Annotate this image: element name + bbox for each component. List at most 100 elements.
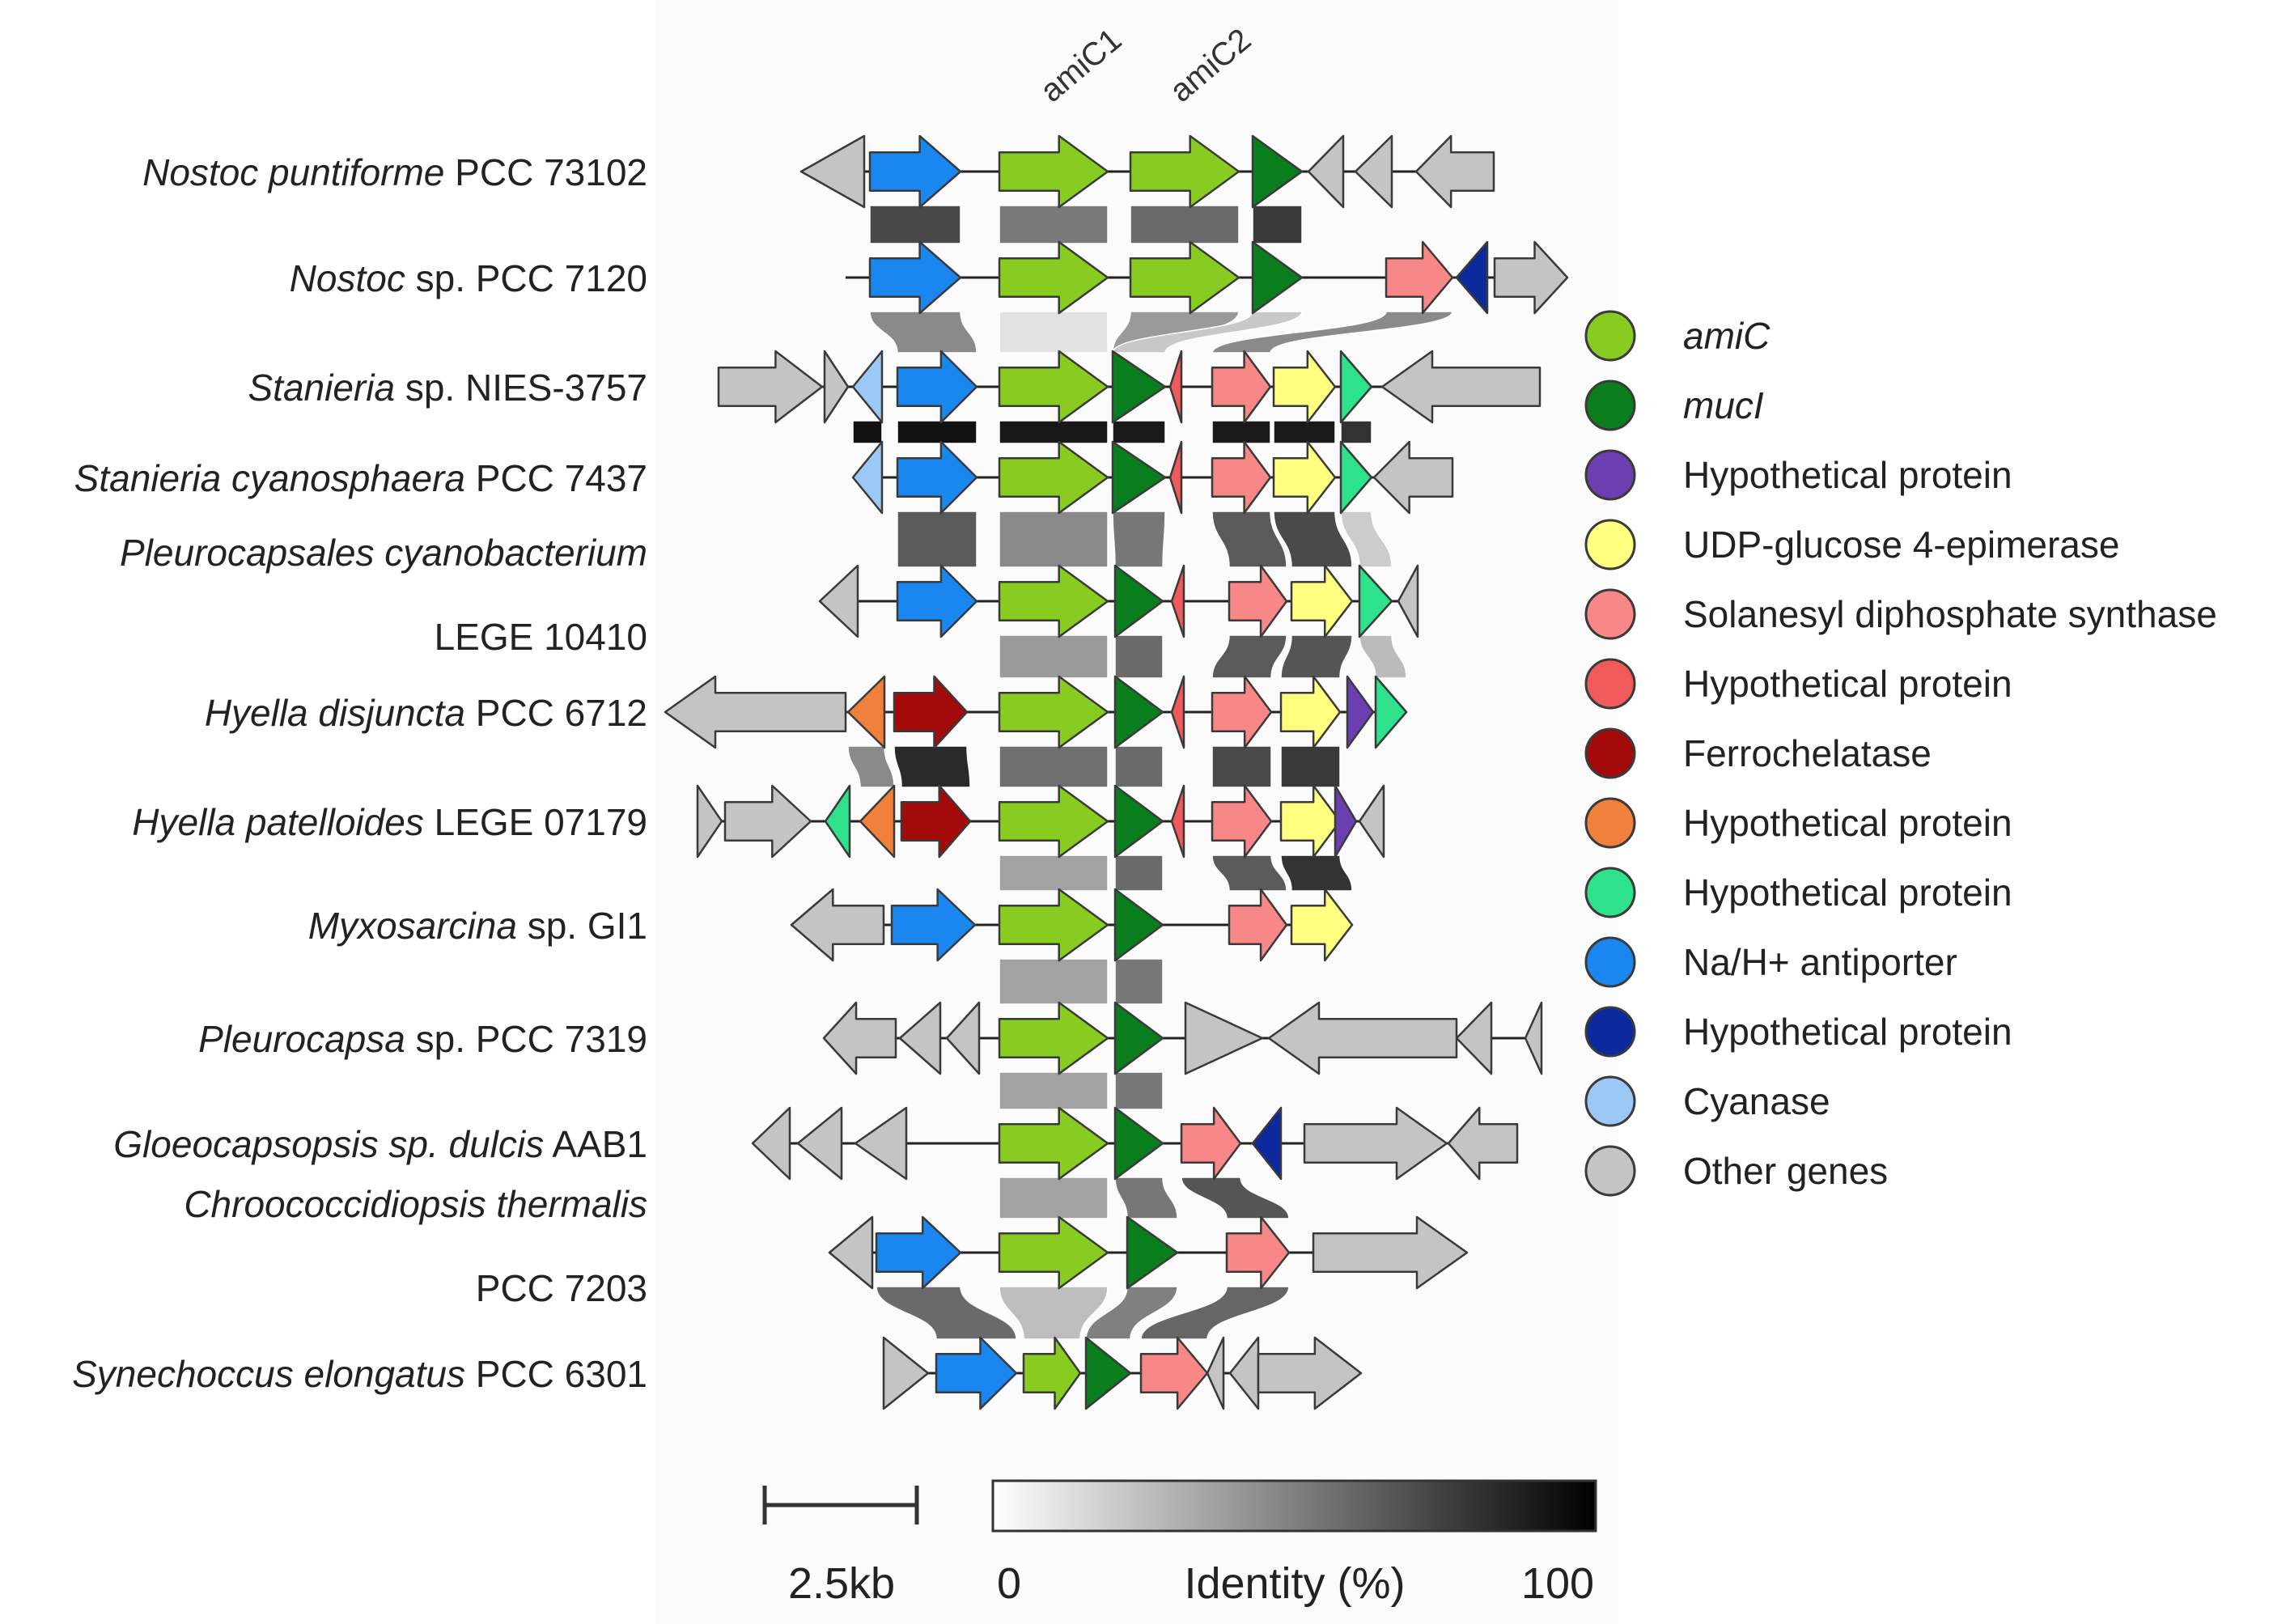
gene-other — [1184, 1001, 1264, 1075]
gene-udp-glucose-epimerase — [1290, 564, 1354, 638]
gene-amic — [998, 888, 1109, 962]
organism-label: Stanieria sp. NIES-3757 — [248, 367, 648, 409]
gene-track — [822, 1001, 1543, 1075]
gene-track — [828, 1215, 1469, 1290]
organism-strain: PCC 6712 — [465, 692, 647, 734]
gene-muci — [1111, 440, 1167, 515]
legend-label: UDP-glucose 4-epimerase — [1683, 524, 2119, 566]
gene-hypothetical-green — [1374, 675, 1408, 749]
gene-other — [1447, 1106, 1519, 1181]
organism-label: Gloeocapsopsis sp. dulcis AAB1 — [113, 1123, 647, 1165]
organism-strain-line: PCC 7203 — [476, 1267, 647, 1309]
organism-strain: sp. PCC 7120 — [405, 257, 647, 299]
organism-name-italic: Nostoc — [290, 257, 405, 299]
scale-bar: 2.5kb — [762, 1486, 919, 1608]
gene-muci — [1111, 350, 1167, 424]
gene-other — [1372, 440, 1454, 515]
synteny-link — [999, 1177, 1109, 1219]
synteny-link — [1114, 634, 1164, 679]
gene-solanesyl-diphosphate-synthase — [1225, 1215, 1291, 1290]
legend-swatch — [1584, 519, 1636, 570]
synteny-link — [1280, 634, 1353, 679]
gene-hypothetical-navy — [1251, 1106, 1283, 1181]
gene-udp-glucose-epimerase — [1279, 675, 1342, 749]
gene-na-h-antiporter — [896, 440, 978, 515]
gene-amic — [1129, 134, 1240, 209]
gene-hypothetical-green — [824, 784, 851, 859]
synteny-link — [1112, 420, 1166, 444]
synteny-link — [1114, 1177, 1178, 1219]
legend-label: Cyanase — [1683, 1080, 1830, 1122]
synteny-link — [999, 311, 1109, 354]
gene-hypothetical-red — [1168, 350, 1183, 424]
organism-label: Pleurocapsales cyanobacterium — [120, 532, 647, 574]
organism-label: Chroococcidiopsis thermalis — [184, 1183, 647, 1225]
gene-hypothetical-green — [1339, 440, 1373, 515]
gene-amic — [998, 440, 1109, 515]
organism-name-italic: Synechoccus elongatus — [72, 1353, 465, 1395]
synteny-link — [999, 1071, 1109, 1110]
gene-muci — [1084, 1336, 1132, 1410]
organism-strain: PCC 7437 — [465, 457, 647, 499]
organism-label: Stanieria cyanosphaera PCC 7437 — [74, 457, 647, 499]
legend-swatch — [1584, 797, 1636, 849]
synteny-link — [1114, 958, 1164, 1005]
organism-strain: sp. NIES-3757 — [395, 367, 647, 409]
gene-other — [1354, 134, 1393, 209]
gene-solanesyl-diphosphate-synthase — [1211, 675, 1273, 749]
gene-amic — [998, 1215, 1109, 1290]
gene-na-h-antiporter — [875, 1215, 962, 1290]
legend-label: Hypothetical protein — [1683, 871, 2012, 914]
gene-solanesyl-diphosphate-synthase — [1211, 350, 1272, 424]
scale-bar-label: 2.5kb — [788, 1559, 895, 1608]
organism-name-italic: Nostoc puntiforme — [142, 151, 444, 193]
organism-strain: AAB1 — [544, 1123, 647, 1165]
gene-other — [823, 350, 850, 424]
gene-amic — [998, 784, 1109, 859]
synteny-link — [847, 745, 895, 788]
gene-other — [828, 1215, 874, 1290]
synteny-link — [1273, 420, 1336, 444]
legend-swatch — [1584, 867, 1636, 918]
legend-swatch — [1584, 588, 1636, 640]
synteny-link — [869, 311, 977, 354]
gene-cyanase — [851, 350, 884, 424]
gene-other — [882, 1336, 930, 1410]
gene-other — [664, 675, 847, 749]
legend-swatch — [1584, 727, 1636, 779]
gene-other — [854, 1106, 908, 1181]
legend-label: Hypothetical protein — [1683, 454, 2012, 496]
gene-hypothetical-purple — [1334, 784, 1358, 859]
gene-other — [717, 350, 824, 424]
organism-strain-line: LEGE 10410 — [435, 616, 647, 658]
synteny-link — [876, 1286, 1017, 1340]
gene-other — [1267, 1001, 1458, 1075]
synteny-link — [897, 420, 977, 444]
gene-hypothetical-red — [1170, 564, 1185, 638]
organism-label: Hyella patelloides LEGE 07179 — [132, 801, 647, 843]
identity-title: Identity (%) — [1184, 1559, 1405, 1608]
gene-other — [822, 1001, 897, 1075]
synteny-link — [1280, 854, 1353, 892]
gene-other — [796, 1106, 843, 1181]
organism-strain: PCC 6301 — [465, 1353, 647, 1395]
synteny-link — [1211, 634, 1287, 679]
gene-amic — [998, 1001, 1109, 1075]
gene-amic — [998, 134, 1109, 209]
gene-other — [1524, 1001, 1543, 1075]
synteny-link — [1114, 745, 1164, 788]
gene-amic — [1129, 240, 1240, 315]
synteny-link — [1112, 511, 1166, 568]
gene-other — [1206, 1336, 1225, 1410]
gene-other — [1493, 240, 1569, 315]
gene-muci — [1113, 784, 1164, 859]
gene-other — [1455, 1001, 1493, 1075]
synteny-link — [897, 511, 977, 568]
gene-amic — [998, 240, 1109, 315]
gene-solanesyl-diphosphate-synthase — [1180, 1106, 1242, 1181]
organism-name-italic: Stanieria — [248, 367, 396, 409]
synteny-link — [999, 854, 1109, 892]
synteny-link — [1085, 1286, 1178, 1340]
legend-swatch — [1584, 1075, 1636, 1127]
